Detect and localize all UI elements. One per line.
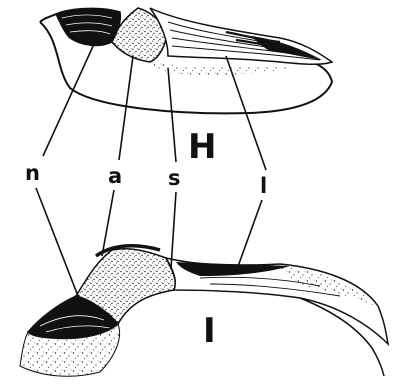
- label-s: s: [168, 166, 181, 190]
- label-l: l: [260, 174, 267, 198]
- leader-s-lower: [171, 192, 176, 268]
- section-label-lower: I: [203, 311, 216, 351]
- leader-a-lower: [102, 190, 114, 256]
- label-n: n: [25, 161, 40, 185]
- section-label-upper: H: [188, 127, 216, 167]
- label-a: a: [108, 164, 122, 188]
- leader-n-lower: [36, 188, 78, 296]
- leader-l-lower: [236, 200, 262, 272]
- upper-specimen: [40, 8, 332, 113]
